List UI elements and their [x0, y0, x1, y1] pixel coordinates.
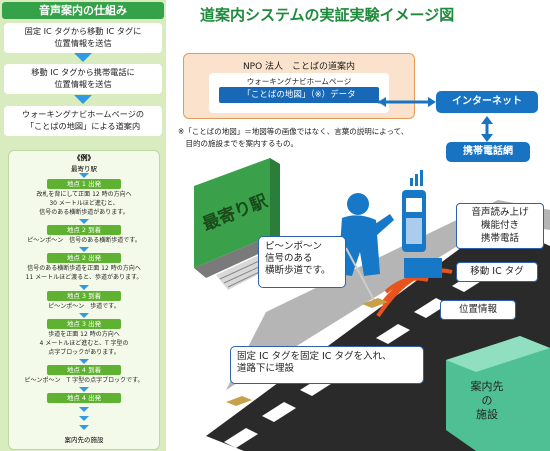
- mobile-ic-tag-label: 移動 IC タグ: [456, 262, 538, 282]
- npo-box: NPO 法人 ことばの道案内 ウォーキングナビホームページ 「ことばの地図」（※…: [183, 53, 415, 119]
- map-data-bar: 「ことばの地図」（※）データ: [219, 87, 379, 103]
- mechanism-panel: 音声案内の仕組み 固定 IC タグから移動 IC タグに 位置情報を送信 移動 …: [0, 0, 166, 451]
- walking-nav-label: ウォーキングナビホームページ: [246, 77, 352, 86]
- vertical-arrow-icon: [481, 116, 493, 142]
- point-label: 地点 2 出発: [47, 253, 121, 263]
- phone-label: 音声読み上げ 機能付き 携帯電話: [456, 203, 544, 249]
- mechanism-header: 音声案内の仕組み: [2, 2, 164, 19]
- example-start: 最寄り駅: [71, 165, 97, 173]
- footnote: ※「ことばの地図」＝地図等の画像ではなく、言葉の説明によって、 目的の施設までを…: [178, 127, 409, 148]
- point-label: 地点 4 出発: [47, 393, 121, 403]
- point-label: 地点 3 到着: [47, 291, 121, 301]
- point-label: 地点 4 到着: [47, 365, 121, 375]
- down-arrow-icon: [79, 285, 89, 290]
- down-arrow-icon: [79, 173, 89, 178]
- mechanism-step-3: ウォーキングナビホームページの 「ことばの地図」による道案内: [4, 106, 162, 136]
- point-text: 改札を背にして正面 12 時の方向へ 30 メートルほど進むと、 信号のある横断…: [36, 191, 132, 216]
- fixed-tag-note: 固定 IC タグを固定 IC タグを入れ、 道路下に埋設: [230, 346, 424, 384]
- down-arrow-icon: [79, 247, 89, 252]
- example-title: 《例》: [73, 154, 95, 162]
- mechanism-step-1: 固定 IC タグから移動 IC タグに 位置情報を送信: [4, 23, 162, 53]
- down-arrow-icon: [79, 407, 89, 412]
- example-end: 案内先の施設: [64, 436, 104, 444]
- point-text: 歩道を正面 12 時の方向へ 4 メートルほど進むと、T 字型の 点字ブロックが…: [39, 331, 129, 356]
- station-building-front: [194, 158, 270, 268]
- point-text: ピ～ンポ～ン T 字型の点字ブロックです。: [24, 377, 144, 384]
- point-label: 地点 2 到着: [47, 225, 121, 235]
- point-text: 信号のある横断歩道を正面 12 時の方向へ 11 メートルほど渡ると、歩道があり…: [25, 265, 143, 281]
- walking-nav-box: ウォーキングナビホームページ 「ことばの地図」（※）データ: [209, 73, 389, 113]
- point-label: 地点 1 出発: [47, 179, 121, 189]
- example-route: 《例》 最寄り駅 地点 1 出発 改札を背にして正面 12 時の方向へ 30 メ…: [8, 150, 160, 450]
- down-arrow-icon: [74, 95, 92, 104]
- position-info-label: 位置情報: [440, 300, 516, 320]
- page-title: 道案内システムの実証実験イメージ図: [200, 6, 455, 24]
- npo-label: NPO 法人 ことばの道案内: [242, 62, 356, 72]
- down-arrow-icon: [74, 53, 92, 62]
- mobile-phone-icon: [402, 190, 426, 252]
- connector-arrow-icon: [378, 97, 436, 107]
- mobile-ic-tag-icon: [404, 258, 442, 278]
- internet-box: インターネット: [436, 91, 538, 113]
- cane-icon: [345, 247, 375, 301]
- down-arrow-icon: [79, 425, 89, 430]
- speech-bubble: ピ～ンポ～ン 信号のある 横断歩道です。: [258, 236, 346, 288]
- mechanism-step-2: 移動 IC タグから携帯電話に 位置情報を送信: [4, 64, 162, 94]
- down-arrow-icon: [79, 387, 89, 392]
- signal-icon: [410, 170, 423, 186]
- point-text: ピ～ンポ～ン 歩道です。: [48, 303, 120, 310]
- mobile-network-box: 携帯電話網: [446, 142, 530, 162]
- person-icon: [338, 193, 394, 276]
- point-text: ピ～ンポ～ン 信号のある横断歩道です。: [27, 237, 141, 244]
- down-arrow-icon: [79, 313, 89, 318]
- point-label: 地点 3 出発: [47, 319, 121, 329]
- destination-label: 案内先 の 施設: [470, 380, 504, 421]
- down-arrow-icon: [79, 359, 89, 364]
- fixed-ic-tag-icon: [226, 298, 388, 406]
- down-arrow-icon: [79, 219, 89, 224]
- down-arrow-icon: [79, 416, 89, 421]
